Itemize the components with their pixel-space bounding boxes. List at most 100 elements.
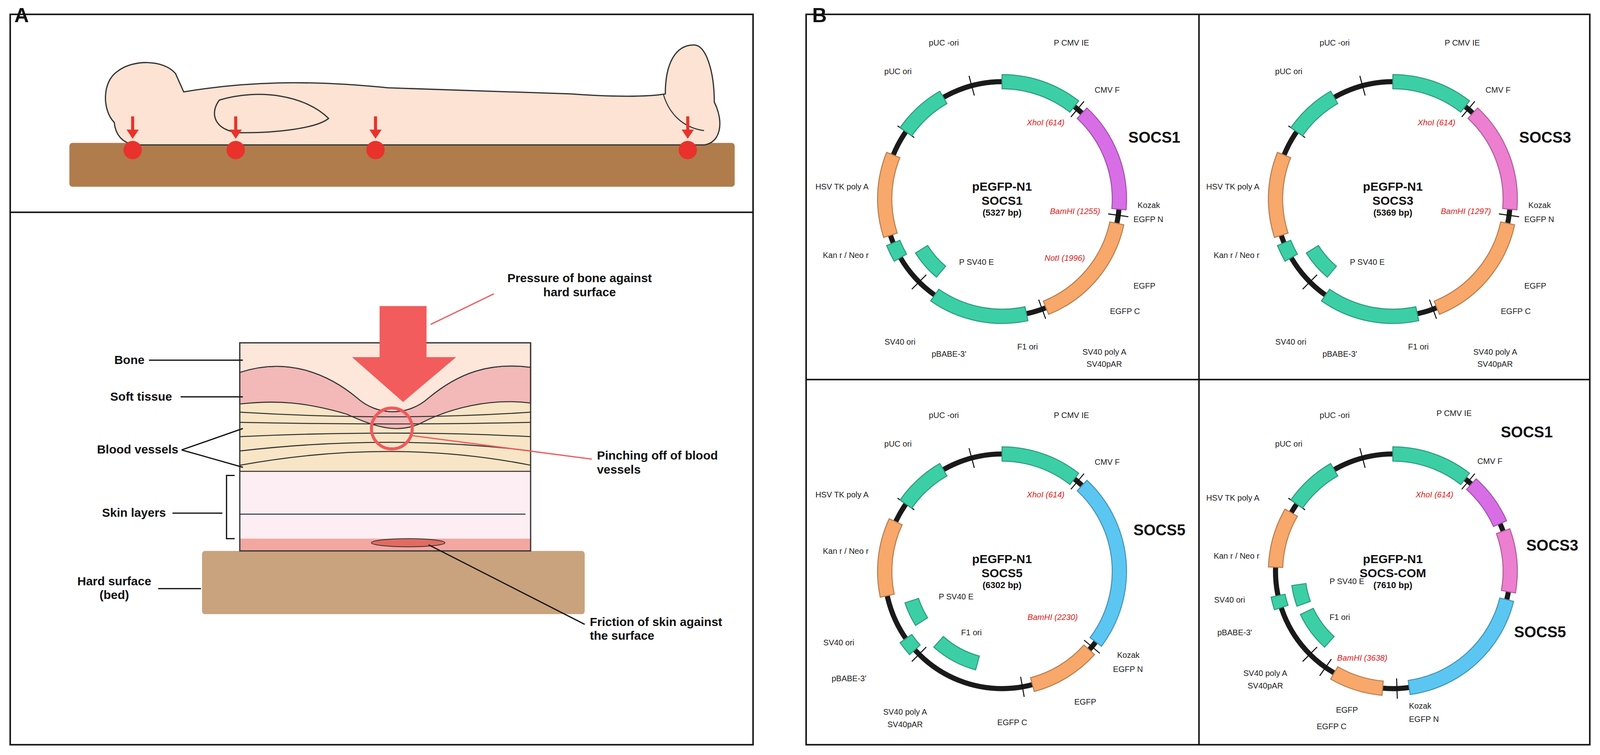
- part-label: Blood vessels: [96, 442, 179, 457]
- panel-frame: [806, 14, 1590, 746]
- plasmid-feature: [1002, 447, 1079, 485]
- feature-label: HSV TK poly A: [814, 182, 870, 192]
- feature-label: EGFP C: [1500, 306, 1532, 316]
- feature-label: F1 ori: [960, 627, 983, 638]
- feature-label: F1 ori: [1016, 342, 1039, 352]
- plasmid-size: (5369 bp): [1354, 207, 1432, 218]
- gene-label: SOCS3: [1518, 129, 1573, 147]
- feature-label: EGFP: [1132, 281, 1157, 291]
- feature-label: HSV TK poly A: [1205, 182, 1261, 192]
- pressure-arrow-head: [681, 129, 694, 140]
- feature-label: pBABE-3': [930, 349, 967, 359]
- gene-label: SOCS1: [1127, 129, 1182, 147]
- restriction-site-label: BamHI (1255): [1049, 206, 1102, 216]
- plasmid-feature: [877, 152, 900, 238]
- part-label: Pressure of bone against hard surface: [503, 271, 657, 300]
- plasmid-feature: [933, 636, 980, 671]
- site-tick: [1359, 75, 1365, 96]
- leader-line: [428, 545, 585, 625]
- feature-label: pUC ori: [1274, 439, 1304, 449]
- site-tick: [1302, 275, 1318, 290]
- feature-label: P CMV IE: [1435, 408, 1473, 418]
- skin-boundary: [239, 470, 531, 473]
- plasmid-feature: [904, 598, 928, 626]
- plasmid-feature: [1306, 245, 1337, 278]
- feature-label: SV40 poly A: [1472, 347, 1519, 357]
- feature-label: pBABE-3': [1216, 627, 1253, 638]
- plasmid-map: [877, 74, 1129, 324]
- plasmid-size: (6302 bp): [963, 580, 1041, 591]
- gene-label: SOCS5: [1132, 521, 1187, 540]
- plasmid-feature: [1392, 74, 1470, 113]
- feature-label: SV40pAR: [1246, 681, 1284, 691]
- plasmid-feature: [1077, 480, 1127, 647]
- blood-vessel: [239, 422, 531, 425]
- feature-label: EGFP: [1335, 705, 1359, 715]
- feature-label: SV40pAR: [1476, 359, 1514, 369]
- bracket: [226, 475, 235, 539]
- feature-label: Kan r / Neo r: [1212, 551, 1261, 561]
- restriction-site-label: XhoI (614): [1414, 490, 1455, 500]
- restriction-site-label: XhoI (614): [1026, 117, 1066, 128]
- feature-label: Kan r / Neo r: [822, 546, 870, 556]
- restriction-site-label: XhoI (614): [1026, 490, 1066, 500]
- feature-label: SV40pAR: [1085, 359, 1123, 369]
- feature-label: EGFP: [1073, 697, 1097, 707]
- feature-label: pBABE-3': [830, 673, 867, 684]
- hard-surface: [202, 551, 585, 615]
- skin-surface: [239, 538, 531, 551]
- feature-label: SV40 poly A: [1242, 668, 1288, 679]
- leader-line: [148, 359, 243, 361]
- feature-label: CMV F: [1093, 85, 1121, 95]
- leader-line: [412, 435, 592, 460]
- blood-vessel: [239, 433, 531, 437]
- plasmid-title: pEGFP-N1 SOCS1(5327 bp): [963, 179, 1041, 218]
- part-label: Friction of skin against the surface: [589, 615, 744, 644]
- feature-label: SV40 poly A: [882, 707, 928, 717]
- plasmid-size: (7610 bp): [1354, 580, 1432, 591]
- gene-label: SOCS5: [1513, 623, 1567, 642]
- feature-label: SV40pAR: [886, 719, 924, 730]
- feature-label: EGFP C: [996, 717, 1028, 728]
- plasmid-feature: [1043, 221, 1124, 315]
- part-label: Skin layers: [102, 506, 166, 521]
- pressure-arrow: [352, 306, 457, 403]
- feature-label: Kozak: [1527, 200, 1552, 210]
- site-tick: [1396, 678, 1398, 700]
- patient-body: [105, 45, 721, 146]
- part-label: Bone: [114, 353, 145, 368]
- feature-label: P CMV IE: [1443, 38, 1481, 48]
- plasmid-feature: [1077, 108, 1127, 211]
- plasmid-feature: [877, 518, 903, 598]
- leader-line: [430, 293, 494, 325]
- feature-label: Kozak: [1116, 650, 1141, 660]
- site-tick: [1319, 659, 1332, 676]
- pressure-arrow-head: [126, 129, 139, 140]
- plasmid-name: pEGFP-N1 SOCS3: [1354, 179, 1432, 208]
- leader-line: [172, 512, 223, 515]
- pressure-arrow: [234, 116, 238, 131]
- plasmid-feature: [1268, 509, 1298, 568]
- feature-label: EGFP C: [1315, 721, 1348, 732]
- panel-divider: [10, 211, 753, 214]
- plasmid-map: [877, 447, 1127, 698]
- feature-label: CMV F: [1093, 457, 1121, 467]
- plasmid-map: [1268, 74, 1520, 324]
- site-tick: [1020, 677, 1025, 698]
- feature-label: HSV TK poly A: [1205, 493, 1261, 503]
- feature-label: Kan r / Neo r: [822, 250, 870, 260]
- site-tick: [1302, 647, 1318, 662]
- gene-label: SOCS1: [1500, 423, 1554, 442]
- plasmid-title: pEGFP-N1 SOCS-COM(7610 bp): [1354, 552, 1432, 591]
- plasmid-title: pEGFP-N1 SOCS5(6302 bp): [963, 552, 1041, 591]
- feature-label: SV40 poly A: [1081, 347, 1128, 357]
- leader-line: [181, 428, 243, 450]
- plasmid-feature: [1277, 240, 1298, 262]
- plasmid-feature: [1496, 529, 1518, 594]
- plasmid-title: pEGFP-N1 SOCS3(5369 bp): [1354, 179, 1432, 218]
- plasmid-feature: [1268, 152, 1291, 238]
- plasmid-feature: [1408, 597, 1514, 695]
- plasmid-feature: [1330, 666, 1384, 696]
